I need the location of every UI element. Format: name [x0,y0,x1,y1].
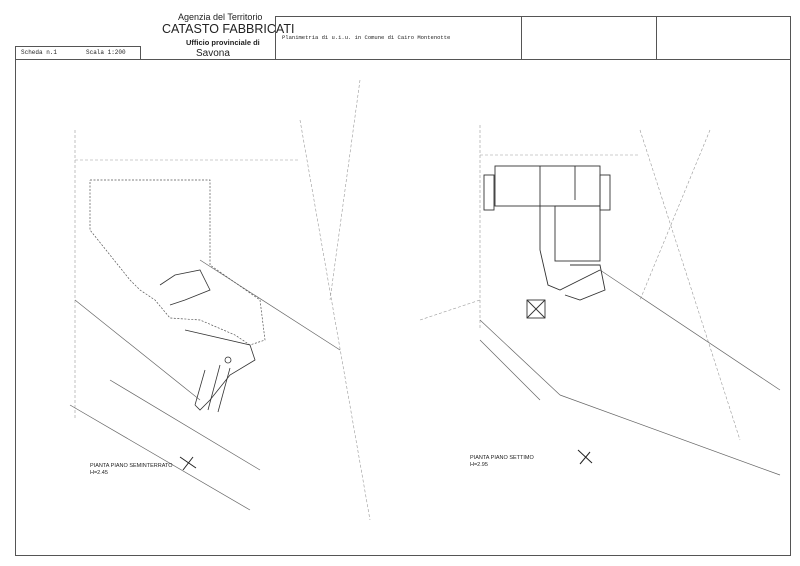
plan-label-semi-basement: PIANTA PIANO SEMINTERRATO [90,463,173,469]
plan-label-seventh-floor: PIANTA PIANO SETTIMO [470,455,534,461]
semi-basement-outline [89,179,266,346]
agency-name: Agenzia del Territorio [178,12,263,22]
seventh-floor-plan [483,165,611,319]
plan-height-semi-basement: H=2.45 [90,470,108,476]
plan-height-seventh-floor: H=2.95 [470,462,488,468]
street-lines [69,259,781,511]
semi-basement-plan [159,269,256,413]
boundary-lines [74,79,741,521]
document-title: CATASTO FABBRICATI [162,22,295,36]
drawing-frame [15,59,791,556]
north-arrow-icon [179,449,593,471]
office-city: Savona [196,48,230,59]
sheet-scale: Scala 1:200 [86,49,126,56]
sheet-number: Scheda n.1 [21,49,58,56]
description-text: Planimetria di u.i.u. in Comune di Cairo… [282,34,451,41]
office-label: Ufficio provinciale di [186,38,260,47]
